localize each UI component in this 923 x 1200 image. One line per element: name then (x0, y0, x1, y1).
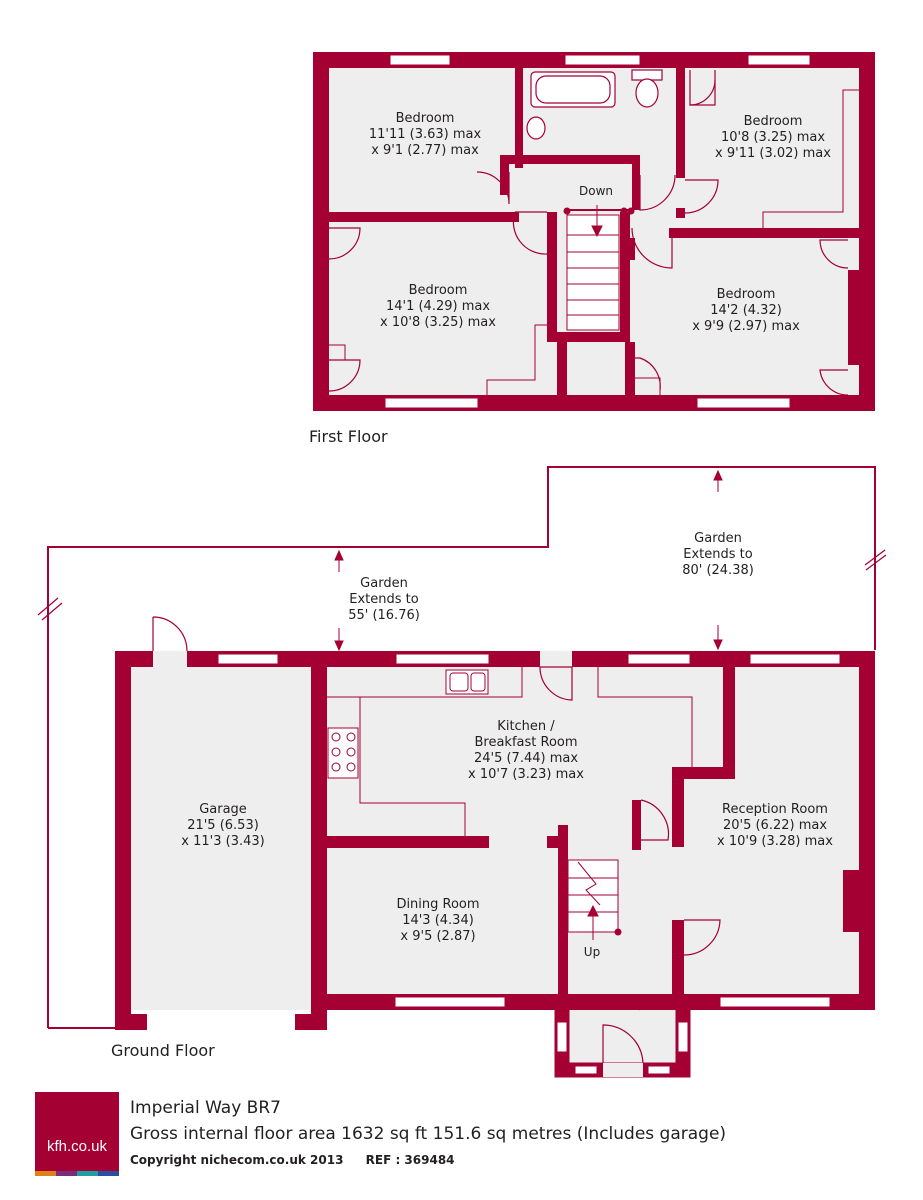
first-floor-cupboards (329, 89, 859, 395)
room-dimension: 11'11 (3.63) max (368, 127, 482, 142)
ground-floor-doors (152, 616, 721, 1064)
garden-arrows (334, 469, 723, 652)
copyright-line: Copyright nichecom.co.uk 2013 REF : 3694… (130, 1153, 473, 1167)
garden-boundary (47, 466, 876, 1028)
copyright-text: Copyright nichecom.co.uk 2013 (130, 1153, 344, 1167)
ground-floor-plan (37, 466, 887, 1078)
room-label-bedroom-se: Bedroom 14'2 (4.32) x 9'9 (2.97) max (692, 287, 800, 335)
first-floor-inner-walls (329, 68, 859, 397)
room-name: Dining Room (396, 897, 480, 912)
room-dimension: 10'8 (3.25) max (720, 130, 826, 145)
room-name: Reception Room (722, 802, 828, 817)
garden-name: Garden (694, 531, 742, 546)
first-floor-title: First Floor (309, 427, 388, 446)
kfh-logo: kfh.co.uk (35, 1092, 119, 1176)
property-title: Imperial Way BR7 (130, 1098, 281, 1118)
room-label-reception: Reception Room 20'5 (6.22) max x 10'9 (3… (717, 802, 833, 850)
room-dimension: 14'3 (4.34) (402, 913, 474, 928)
room-label-bedroom-sw: Bedroom 14'1 (4.29) max x 10'8 (3.25) ma… (380, 283, 496, 331)
first-floor-windows (384, 54, 811, 409)
room-label-kitchen: Kitchen / Breakfast Room 24'5 (7.44) max… (468, 719, 584, 783)
floor-area-text: Gross internal floor area 1632 sq ft 151… (130, 1124, 727, 1144)
first-floor-doors (328, 70, 849, 396)
logo-stripe-purple (56, 1171, 77, 1176)
garden-label-left: Garden Extends to 55' (16.76) (348, 576, 420, 624)
garden-label-right: Garden Extends to 80' (24.38) (682, 531, 754, 579)
room-dimension: x 10'9 (3.28) max (717, 834, 833, 849)
stairs-up-label: Up (583, 945, 601, 959)
first-floor-stairs (563, 205, 635, 331)
room-name: Kitchen / (497, 719, 555, 734)
room-dimension: 21'5 (6.53) (187, 818, 259, 833)
logo-stripe-orange (35, 1171, 56, 1176)
room-dimension: x 11'3 (3.43) (181, 834, 265, 849)
garden-length: 80' (24.38) (682, 563, 754, 578)
ground-floor-title: Ground Floor (111, 1041, 215, 1060)
room-name: Breakfast Room (474, 735, 578, 750)
room-label-bedroom-ne: Bedroom 10'8 (3.25) max x 9'11 (3.02) ma… (715, 114, 831, 162)
garden-name: Garden (360, 576, 408, 591)
stairs-down-label: Down (578, 184, 614, 198)
garden-note: Extends to (349, 592, 419, 607)
logo-stripe-blue (98, 1171, 119, 1176)
room-dimension: 14'2 (4.32) (710, 303, 782, 318)
room-label-garage: Garage 21'5 (6.53) x 11'3 (3.43) (181, 802, 264, 850)
room-dimension: x 10'8 (3.25) max (380, 315, 496, 330)
room-label-bedroom-nw: Bedroom 11'11 (3.63) max x 9'1 (2.77) ma… (369, 111, 481, 159)
first-floor-plan (313, 52, 875, 411)
reference-text: REF : 369484 (365, 1153, 455, 1167)
logo-stripe-teal (77, 1171, 98, 1176)
room-name: Garage (199, 802, 247, 817)
room-name: Bedroom (743, 114, 803, 129)
room-name: Bedroom (716, 287, 776, 302)
garden-note: Extends to (683, 547, 753, 562)
room-dimension: x 9'5 (2.87) (400, 929, 476, 944)
kitchen-counters (327, 667, 693, 836)
room-label-dining: Dining Room 14'3 (4.34) x 9'5 (2.87) (396, 897, 479, 945)
logo-stripes (35, 1171, 119, 1176)
ground-floor-stairs (567, 859, 622, 940)
ground-floor-inner-walls (327, 667, 735, 1010)
porch (554, 1009, 691, 1078)
room-dimension: x 9'1 (2.77) max (371, 143, 479, 158)
room-dimension: x 9'9 (2.97) max (692, 319, 800, 334)
room-dimension: 24'5 (7.44) max (473, 751, 579, 766)
room-dimension: x 10'7 (3.23) max (468, 767, 584, 782)
ground-floor-windows (217, 653, 841, 1008)
room-name: Bedroom (395, 111, 455, 126)
bathroom-fixtures (526, 69, 663, 140)
room-dimension: 14'1 (4.29) max (385, 299, 491, 314)
logo-text: kfh.co.uk (46, 1138, 108, 1155)
room-dimension: 20'5 (6.22) max (722, 818, 828, 833)
room-dimension: x 9'11 (3.02) max (715, 146, 831, 161)
ground-floor-area (115, 651, 875, 1010)
garden-length: 55' (16.76) (348, 608, 420, 623)
room-name: Bedroom (408, 283, 468, 298)
